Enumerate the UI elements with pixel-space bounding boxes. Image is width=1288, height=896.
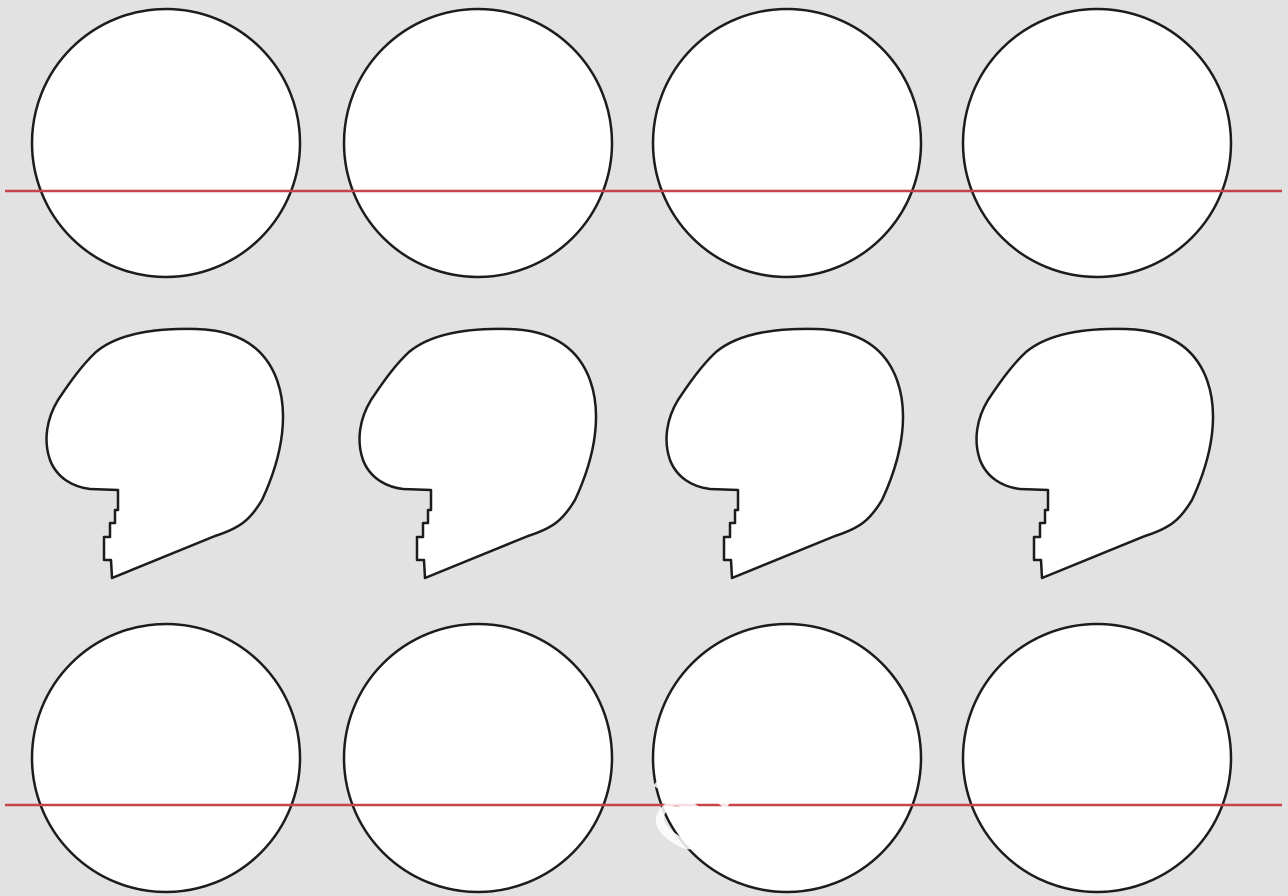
circle-shape <box>344 9 612 277</box>
circle-shape <box>32 624 300 892</box>
circle-shape <box>32 9 300 277</box>
circle-shape <box>344 624 612 892</box>
circle-shape <box>963 9 1231 277</box>
circle-shape <box>963 624 1231 892</box>
circle-shape <box>653 9 921 277</box>
